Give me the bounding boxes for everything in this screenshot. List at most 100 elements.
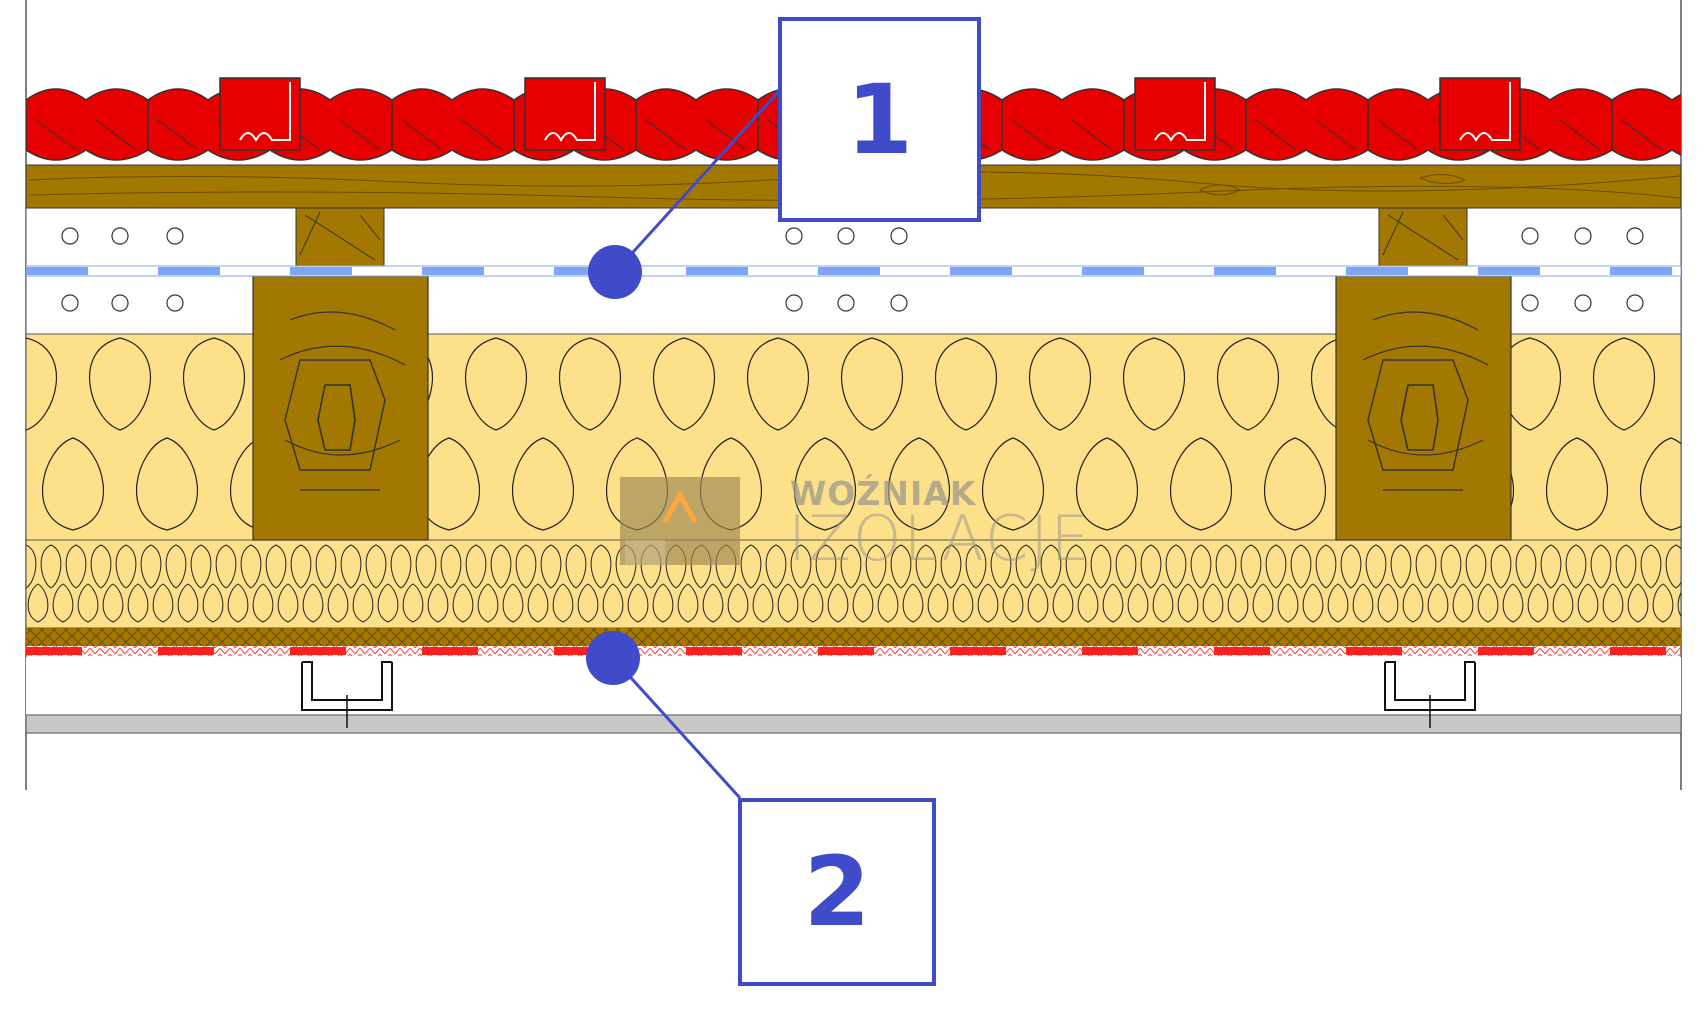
ventilation-hole <box>890 294 908 312</box>
insulation-loop-small <box>65 544 87 589</box>
insulation-loop-small <box>1452 583 1474 623</box>
insulation-loop <box>1029 337 1091 431</box>
wind-barrier-dash <box>1478 267 1540 275</box>
ventilation-hole <box>785 294 803 312</box>
insulation-loop-small <box>602 583 624 623</box>
insulation-loop <box>1264 437 1326 531</box>
insulation-loop-small <box>1652 583 1674 623</box>
vapour-barrier-dash <box>1346 647 1402 655</box>
insulation-loop-small <box>1477 583 1499 623</box>
insulation-loop-small <box>977 583 999 623</box>
tile-hook <box>1154 82 1206 143</box>
insulation-loop <box>935 337 997 431</box>
insulation-loop-small <box>440 544 462 589</box>
insulation-loop-small <box>1140 544 1162 589</box>
wind-barrier-dash <box>554 267 616 275</box>
insulation-loop-small <box>90 544 112 589</box>
insulation-loop-small <box>102 583 124 623</box>
vapour-barrier-dash <box>26 647 82 655</box>
insulation-loop-small <box>552 583 574 623</box>
roof-tile <box>1001 88 1125 161</box>
insulation-loop-small <box>377 583 399 623</box>
insulation-loop-small <box>327 583 349 623</box>
insulation-loop-small <box>1627 583 1649 623</box>
ventilation-hole <box>111 294 129 312</box>
insulation-loop-small <box>152 583 174 623</box>
ventilation-hole <box>1574 294 1592 312</box>
insulation-loop <box>512 437 574 531</box>
insulation-loop-small <box>1490 544 1512 589</box>
insulation-loop <box>888 437 950 531</box>
roof-tile <box>635 88 759 161</box>
insulation-loop-small <box>302 583 324 623</box>
insulation-loop <box>982 437 1044 531</box>
insulation-loop-small <box>502 583 524 623</box>
insulation-loop-small <box>477 583 499 623</box>
insulation-loop-small <box>315 544 337 589</box>
insulation-loop-small <box>215 544 237 589</box>
ceiling-profile-right <box>1384 661 1476 728</box>
insulation-loop-small <box>652 583 674 623</box>
wind-barrier-dash <box>1082 267 1144 275</box>
insulation-loop-small <box>765 544 787 589</box>
vapour-barrier-dash <box>1478 647 1534 655</box>
insulation-loop <box>1123 337 1185 431</box>
insulation-loop-small <box>265 544 287 589</box>
vapour-barrier-dash <box>1082 647 1138 655</box>
insulation-loop-small <box>1090 544 1112 589</box>
roof-tile <box>1245 88 1369 161</box>
insulation-loop-small <box>1040 544 1062 589</box>
insulation-loop-small <box>840 544 862 589</box>
insulation-loop-small <box>1402 583 1424 623</box>
insulation-loop-small <box>702 583 724 623</box>
insulation-loop-small <box>627 583 649 623</box>
callout-label-2: 2 <box>803 836 871 948</box>
roof-tile <box>26 88 149 161</box>
insulation-loop-small <box>1302 583 1324 623</box>
roof-tile-cap <box>524 77 606 151</box>
insulation-loops-small <box>26 544 1681 623</box>
vapour-barrier-dash <box>1610 647 1666 655</box>
ventilation-hole <box>61 227 79 245</box>
insulation-loop-small <box>827 583 849 623</box>
insulation-loop-small <box>202 583 224 623</box>
insulation-loop <box>841 337 903 431</box>
vapour-barrier-dash <box>950 647 1006 655</box>
insulation-loop-small <box>1427 583 1449 623</box>
roof-tile-cap <box>1439 77 1521 151</box>
insulation-loop-small <box>1377 583 1399 623</box>
insulation-loop-small <box>1340 544 1362 589</box>
insulation-loop <box>794 437 856 531</box>
insulation-loop <box>1546 437 1608 531</box>
vapour-barrier-dash <box>290 647 346 655</box>
insulation-loop-small <box>915 544 937 589</box>
insulation-loop-small <box>802 583 824 623</box>
watermark-text-brand: WOŹNIAK <box>790 474 977 513</box>
ventilation-hole <box>1521 294 1539 312</box>
watermark-text-sub: IZOLACJE <box>788 502 1092 575</box>
insulation-loop-small <box>515 544 537 589</box>
insulation-loop-small <box>865 544 887 589</box>
insulation-loop-small <box>1127 583 1149 623</box>
insulation-loop-small <box>252 583 274 623</box>
roof-tile-edge <box>35 119 137 151</box>
roof-tile-cap <box>1134 77 1216 151</box>
insulation-loop-small <box>1515 544 1537 589</box>
insulation-loop-small <box>1677 591 1681 617</box>
insulation-loop-small <box>1240 544 1262 589</box>
insulation-loop-small <box>427 583 449 623</box>
insulation-loop-small <box>140 544 162 589</box>
vapour-barrier-dash <box>158 647 214 655</box>
wind-barrier-dash <box>290 267 352 275</box>
wind-barrier-dash <box>686 267 748 275</box>
insulation-loops <box>26 337 1681 531</box>
insulation-loop-small <box>1052 583 1074 623</box>
roof-tile <box>391 88 515 161</box>
insulation-loop-small <box>1115 544 1137 589</box>
ventilation-hole <box>61 294 79 312</box>
wind-barrier-dash <box>422 267 484 275</box>
watermark-logo <box>620 477 740 565</box>
insulation-loop-small <box>1152 583 1174 623</box>
insulation-loop-small <box>1602 583 1624 623</box>
insulation-loop-small <box>590 544 612 589</box>
